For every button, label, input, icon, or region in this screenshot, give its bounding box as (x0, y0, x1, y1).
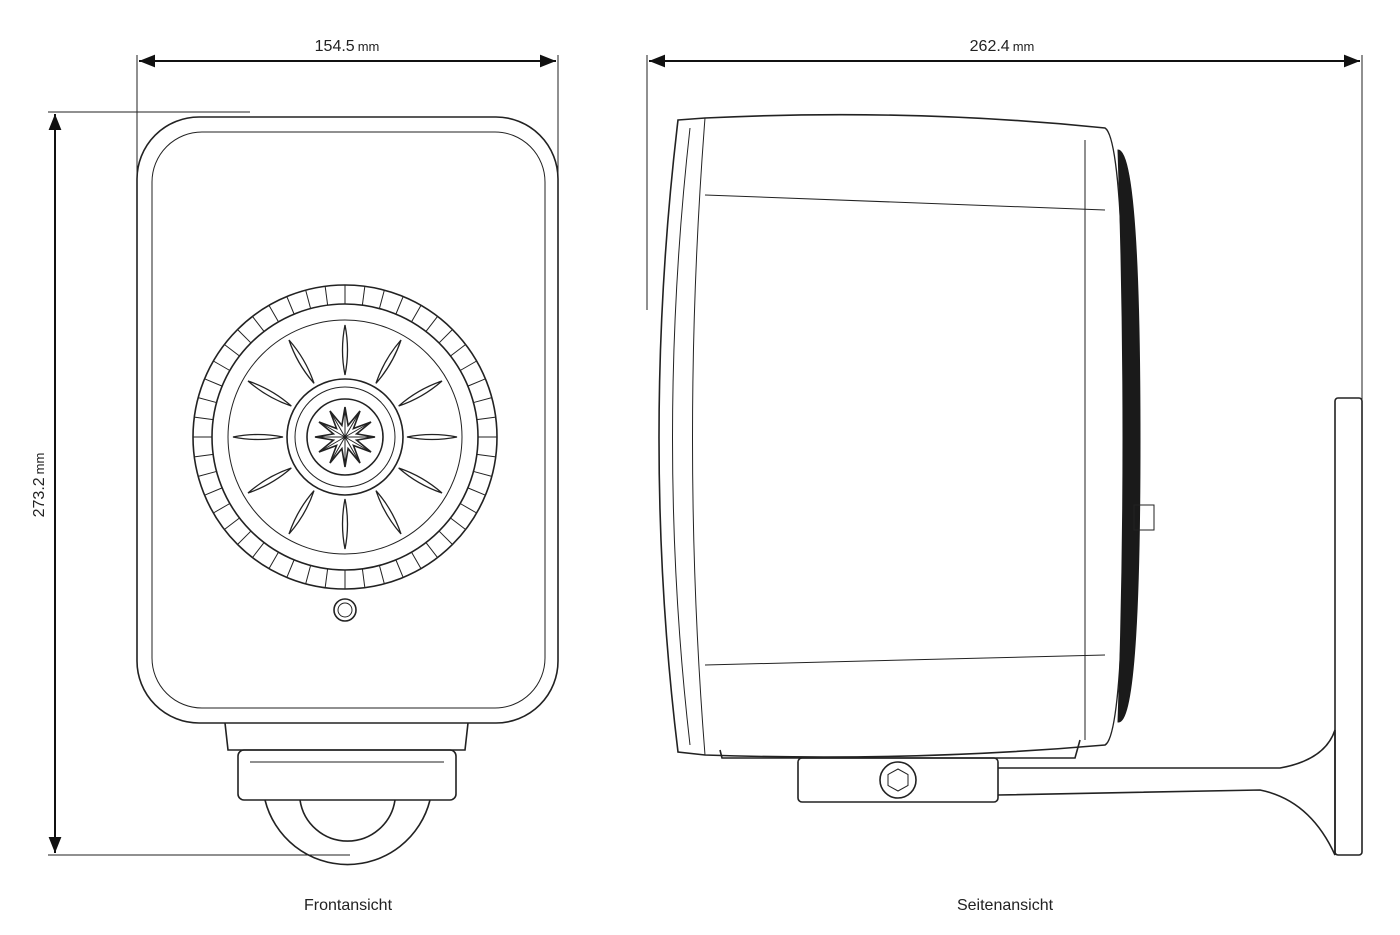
surround-rib (224, 344, 240, 357)
surround-rib (378, 565, 385, 584)
surround-rib (395, 296, 404, 315)
surround-rib (252, 542, 265, 558)
surround-rib (237, 329, 252, 344)
height-dimension-label: 273.2 mm (31, 453, 49, 518)
surround-rib (198, 470, 217, 477)
driver-fin (341, 324, 349, 376)
driver (192, 284, 498, 590)
driver-fin (232, 433, 284, 441)
width-unit: mm (357, 39, 380, 54)
surround-rib (450, 517, 466, 530)
surround-rib (361, 568, 366, 588)
surround-rib (476, 416, 496, 421)
surround-rib (467, 487, 486, 496)
surround-rib (473, 397, 492, 404)
dimension-width-line (136, 54, 559, 195)
surround-rib (268, 305, 279, 323)
height-unit: mm (32, 452, 47, 475)
surround-rib (305, 565, 312, 584)
surround-rib (198, 397, 217, 404)
driver-fin (247, 467, 292, 494)
surround-rib (252, 316, 265, 332)
depth-value: 262.4 (969, 38, 1010, 55)
surround-rib (438, 530, 453, 545)
surround-rib (213, 360, 231, 371)
driver-fin (398, 380, 443, 407)
driver-fin (288, 339, 315, 384)
driver-fin (398, 467, 443, 494)
surround-rib (411, 551, 422, 569)
driver-fin (375, 339, 402, 384)
driver-fin (288, 490, 315, 535)
surround-rib (378, 290, 385, 309)
surround-rib (476, 453, 496, 458)
dimension-height-line (48, 111, 350, 856)
surround-rib (438, 329, 453, 344)
front-view-caption: Frontansicht (303, 897, 393, 914)
surround-rib (361, 286, 366, 306)
surround-rib (305, 290, 312, 309)
front-view-speaker (136, 116, 559, 866)
surround-rib (459, 503, 477, 514)
surround-rib (425, 542, 438, 558)
surround-rib (194, 453, 214, 458)
height-value: 273.2 (31, 477, 48, 518)
surround-rib (450, 344, 466, 357)
surround-rib (268, 551, 279, 569)
surround-rib (204, 487, 223, 496)
surround-rib (473, 470, 492, 477)
side-view-caption: Seitenansicht (956, 897, 1054, 914)
power-led (333, 598, 357, 622)
surround-rib (286, 559, 295, 578)
side-view-speaker (658, 113, 1363, 856)
surround-rib (237, 530, 252, 545)
dimension-depth-line (646, 54, 1363, 410)
driver-fin (247, 380, 292, 407)
surround-rib (411, 305, 422, 323)
surround-rib (213, 503, 231, 514)
surround-rib (459, 360, 477, 371)
width-value: 154.5 (314, 38, 355, 55)
surround-rib (194, 416, 214, 421)
surround-rib (467, 378, 486, 387)
surround-rib (395, 559, 404, 578)
driver-fin (375, 490, 402, 535)
surround-rib (224, 517, 240, 530)
surround-rib (324, 286, 329, 306)
surround-rib (204, 378, 223, 387)
surround-rib (324, 568, 329, 588)
surround-rib (425, 316, 438, 332)
driver-fin (406, 433, 458, 441)
driver-fin (341, 498, 349, 550)
surround-rib (286, 296, 295, 315)
depth-unit: mm (1012, 39, 1035, 54)
